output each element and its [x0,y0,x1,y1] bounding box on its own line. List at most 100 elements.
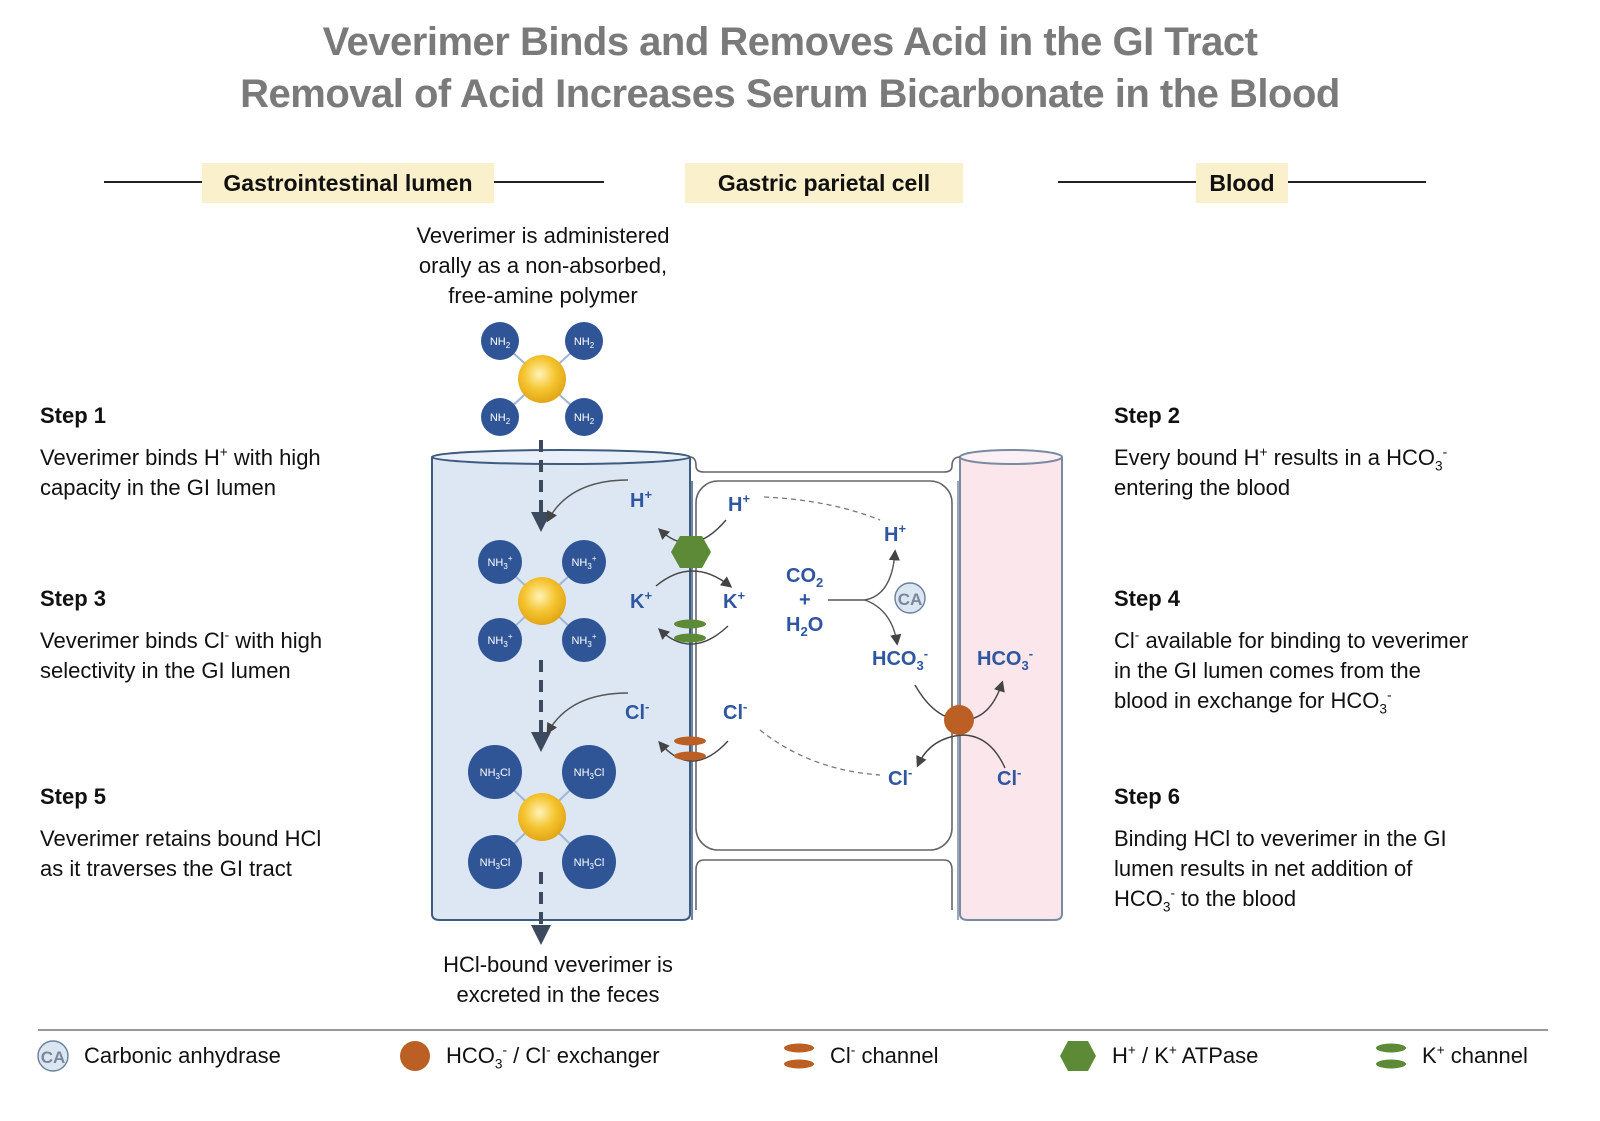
polymer-core [518,577,566,625]
atpase-arrows [655,519,733,762]
header-rule [1288,181,1426,183]
step-title: Step 1 [40,403,107,428]
superscript: + [1259,444,1268,460]
legend-atpase: H+ / K+ ATPase [1058,1040,1258,1072]
amine-group-label: NH2 [574,412,595,426]
step-text: with high [227,445,321,470]
step-text: selectivity in the GI lumen [40,658,291,683]
step-text: HCO [1114,886,1163,911]
ion-k-cell: K+ [723,588,745,613]
amine-group-bead [562,540,606,584]
amine-group-bead [481,398,519,436]
amine-group-bead [562,618,606,662]
subscript: 3 [1162,899,1171,915]
step-text: entering the blood [1114,475,1291,500]
step-text: to the blood [1175,886,1297,911]
carbonic-anhydrase-icon [894,582,926,614]
step-6: Step 6 Binding HCl to veverimer in the G… [1114,782,1447,914]
h-k-atpase-icon [1060,1041,1096,1071]
ion-co2: CO2 [786,565,823,590]
step-text: Every bound H [1114,445,1260,470]
step-text: lumen results in net addition of [1114,856,1413,881]
superscript: - [224,627,230,643]
amine-group-bead [565,322,603,360]
hco3-cl-exchanger-icon [400,1041,430,1071]
amine-group-bead [562,835,616,889]
legend-label: Cl- channel [830,1042,939,1068]
hco3-cl-exchanger-icon [944,705,974,735]
header-rule [104,181,202,183]
superscript: - [1386,687,1392,703]
step-title: Step 4 [1114,586,1181,611]
ion-hco3-cell: HCO3- [872,646,928,673]
h-binding-arrow [546,479,629,523]
amine-group-bead [478,540,522,584]
polymer-core [518,793,566,841]
step-text: as it traverses the GI tract [40,856,292,881]
legend-exchanger: HCO3- / Cl- exchanger [398,1040,660,1072]
parietal-cell [689,456,961,910]
cl-channel-icon [674,736,706,746]
superscript: - [1442,444,1448,460]
step-title: Step 3 [40,586,107,611]
legend-k-channel: K+ channel [1374,1040,1528,1072]
amine-group-label: NH3Cl [574,767,605,781]
carbonic-anhydrase-reaction [828,549,902,646]
step-text: in the GI lumen comes from the [1114,658,1421,683]
amine-group-bead [565,398,603,436]
title-line-2: Removal of Acid Increases Serum Bicarbon… [240,72,1340,116]
bottom-caption: HCl-bound veverimer is excreted in the f… [388,950,728,1010]
legend-label: Carbonic anhydrase [84,1043,281,1068]
step-text: with high [229,628,323,653]
header-rule [1058,181,1196,183]
legend-divider [38,1029,1548,1031]
top-caption-line: Veverimer is administered [416,223,670,248]
cl-binding-arrow [546,692,629,735]
step-text: results in a HCO [1267,445,1435,470]
ion-h2o: H2O [786,614,823,639]
ion-cl-cell: Cl- [723,699,747,724]
plus-sign: + [799,589,811,611]
legend-label: H+ / K+ ATPase [1112,1042,1259,1068]
cl-channel-icon [784,1043,814,1069]
step-text: capacity in the GI lumen [40,475,277,500]
legend-carbonic-anhydrase: CA Carbonic anhydrase [36,1040,281,1072]
step-text: available for binding to veverimer [1139,628,1469,653]
step-title: Step 2 [1114,403,1181,428]
header-gastric-parietal-cell: Gastric parietal cell [685,163,963,203]
legend-label: K+ channel [1422,1042,1528,1068]
carbonic-anhydrase-icon: CA [37,1040,69,1072]
superscript: - [1134,627,1140,643]
amine-group-bead [468,835,522,889]
step-text: blood in exchange for HCO [1114,688,1380,713]
amine-group-label: NH3Cl [574,857,605,871]
amine-group-label: NH2 [490,336,511,350]
binding-arrows [546,479,629,735]
amine-group-bead [468,745,522,799]
ion-cl-exchanged: Cl- [888,765,912,790]
amine-group-label: NH2 [574,336,595,350]
amine-group-label: NH3Cl [480,767,511,781]
amine-group-bead [562,745,616,799]
gi-lumen-compartment [431,449,691,921]
subscript: 3 [1435,458,1443,474]
top-caption: Veverimer is administered orally as a no… [373,221,713,311]
h-k-atpase-icon [671,536,711,568]
subscript: 3 [1379,701,1387,717]
amine-group-bead [478,618,522,662]
cl-channel-icon [674,751,706,761]
step-1: Step 1 Veverimer binds H+ with high capa… [40,401,321,503]
step-text: Veverimer binds H [40,445,220,470]
step-text: Veverimer retains bound HCl [40,826,322,851]
svg-text:CA: CA [41,1048,66,1067]
header-blood: Blood [1196,163,1288,203]
header-rule [494,181,604,183]
top-caption-line: orally as a non-absorbed, [418,253,668,278]
superscript: + [219,444,228,460]
amine-group-label: NH2 [490,412,511,426]
step-text: Binding HCl to veverimer in the GI [1114,826,1447,851]
